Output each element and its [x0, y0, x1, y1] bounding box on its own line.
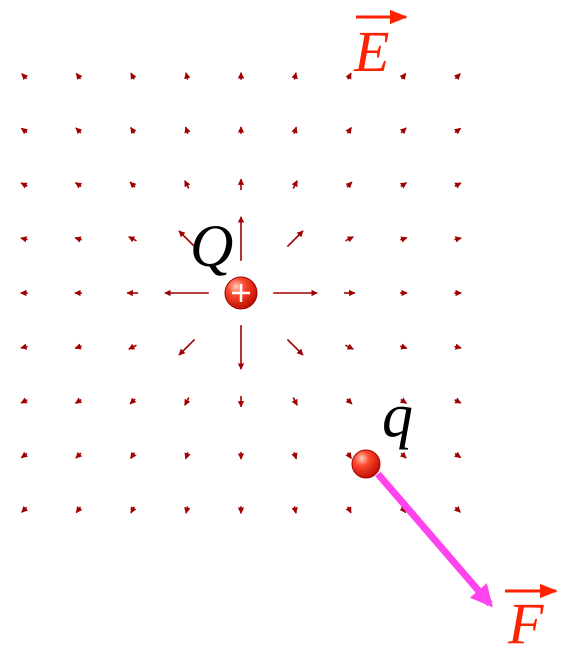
field-vector: [291, 72, 298, 80]
field-vector: [21, 505, 29, 513]
field-vector: [345, 72, 352, 80]
field-vector: [130, 126, 137, 135]
field-vector: [453, 73, 461, 81]
field-vector: [454, 236, 462, 243]
field-vector: [74, 236, 82, 243]
field-vector: [75, 451, 83, 459]
field-vector: [286, 230, 304, 248]
field-vector: [345, 126, 352, 135]
test-charge: [351, 449, 381, 479]
field-vector: [454, 127, 462, 135]
field-vector: [130, 451, 137, 460]
field-vector: [184, 126, 191, 134]
field-vector: [291, 452, 298, 460]
field-vector: [178, 230, 196, 248]
field-vector: [184, 180, 191, 189]
field-vectors: [20, 72, 462, 514]
field-vector: [399, 451, 407, 459]
field-label-text: E: [353, 19, 389, 84]
field-vector: [129, 181, 137, 189]
field-vector: [454, 451, 462, 459]
field-vector: [454, 397, 462, 404]
field-vector: [74, 182, 83, 189]
source-charge-label: Q: [190, 213, 233, 279]
field-vector: [286, 338, 304, 356]
field-vector: [75, 506, 83, 514]
field-vector: [399, 127, 407, 135]
field-vector: [21, 73, 29, 81]
field-vector: [345, 181, 353, 189]
field-vector: [184, 506, 191, 514]
field-vector: [345, 397, 353, 405]
field-vector: [184, 452, 191, 460]
field-vector: [345, 451, 352, 460]
test-charge-label: q: [382, 382, 413, 450]
field-vector: [345, 236, 354, 243]
field-vector: [75, 72, 83, 80]
field-vector: [130, 506, 137, 514]
field-vector: [399, 182, 408, 189]
force-label-text: F: [507, 591, 544, 649]
field-vector: [399, 397, 408, 404]
field-vector: [74, 397, 83, 404]
field-vector: [20, 343, 28, 350]
field-vector: [20, 127, 28, 135]
field-vector: [454, 343, 462, 350]
field-vector: [400, 343, 408, 350]
field-vector: [75, 127, 83, 135]
field-vector: [20, 236, 28, 243]
field-vector: [20, 182, 28, 189]
field-vector: [345, 343, 354, 350]
force-label: F: [505, 583, 558, 649]
field-vector: [129, 397, 137, 405]
field-vector: [291, 397, 298, 406]
field-vector: [291, 180, 298, 189]
field-vector: [399, 506, 407, 514]
field-vector: [128, 236, 137, 243]
field-vector: [453, 505, 461, 513]
source-charge: [224, 276, 258, 310]
field-vector: [399, 72, 407, 80]
force-arrow: [375, 471, 493, 608]
field-vector: [128, 343, 137, 350]
field-vector: [20, 397, 28, 404]
field-vector: [130, 72, 137, 80]
field-vector: [345, 506, 352, 514]
field-vector: [291, 126, 298, 134]
field-vector: [454, 182, 462, 189]
field-vector: [184, 72, 191, 80]
field-vector: [184, 397, 191, 406]
field-label: E: [353, 9, 408, 84]
field-vector: [400, 236, 408, 243]
field-vector: [74, 343, 82, 350]
field-vector: [291, 506, 298, 514]
field-vector: [20, 451, 28, 459]
field-vector: [178, 338, 196, 356]
